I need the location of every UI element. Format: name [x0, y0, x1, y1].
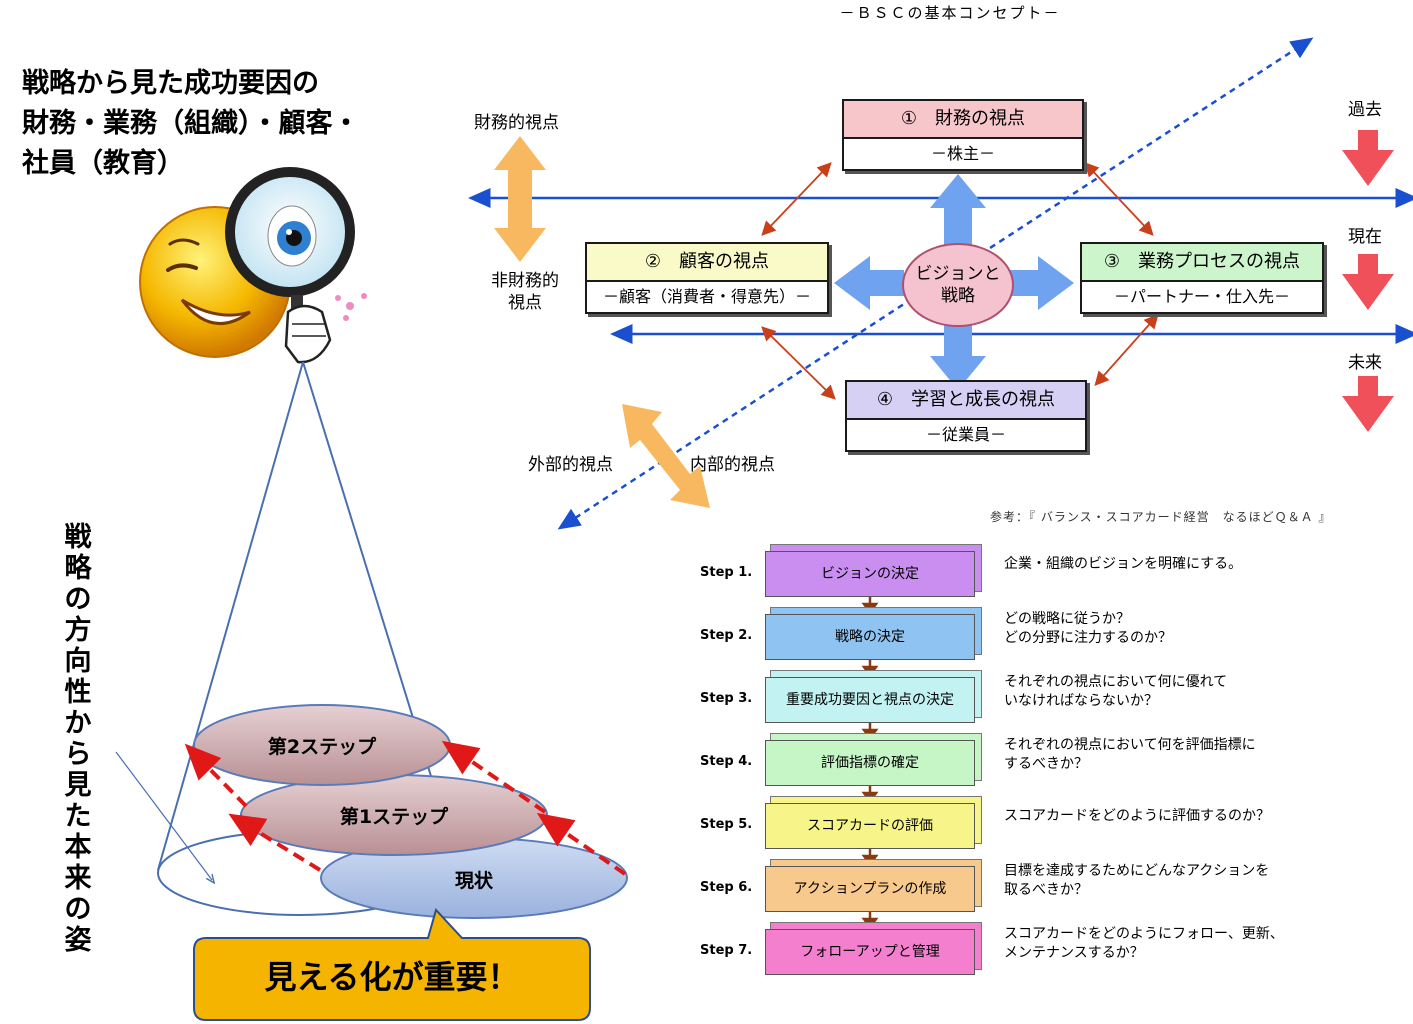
customer-perspective-box: ② 顧客の視点 －顧客（消費者・得意先）－: [585, 242, 829, 314]
internal-label: 内部的視点: [690, 455, 775, 475]
step-box: ビジョンの決定: [765, 551, 975, 597]
headline-line-2: 財務・業務（組織）・顧客・: [22, 108, 360, 139]
step-description-line: それぞれの視点において何に優れて: [1004, 674, 1228, 690]
perspective-links: [761, 162, 1159, 400]
vertical-char: 来: [64, 863, 92, 894]
vertical-char: 略: [64, 553, 92, 584]
customer-head: ② 顧客の視点: [587, 244, 827, 282]
step-description: それぞれの視点において何に優れていなければならないか？: [1004, 673, 1404, 711]
step-description-line: 企業・組織のビジョンを明確にする。: [1004, 556, 1243, 572]
step-description-line: スコアカードをどのようにフォロー、更新、: [1004, 926, 1284, 942]
step-description: それぞれの視点において何を評価指標にするべきか？: [1004, 736, 1404, 774]
step-description-line: 目標を達成するためにどんなアクションを: [1004, 863, 1270, 879]
step-box: フォローアップと管理: [765, 929, 975, 975]
step-description: スコアカードをどのようにフォロー、更新、メンテナンスするか？: [1004, 925, 1404, 963]
vision-strategy-ellipse: ビジョンと 戦略: [902, 243, 1014, 327]
financial-nonfinancial-arrow: [494, 136, 546, 262]
step-description-line: いなければならないか？: [1004, 693, 1158, 709]
step-description: どの戦略に従うか？ どの分野に注力するのか？: [1004, 610, 1404, 648]
step-box: 戦略の決定: [765, 614, 975, 660]
progress-arrows: [184, 740, 627, 876]
headline-line-1: 戦略から見た成功要因の: [22, 68, 319, 99]
nonfinancial-line-1: 非財務的: [491, 271, 559, 291]
vertical-char: 性: [64, 677, 92, 708]
future-label: 未来: [1348, 353, 1382, 373]
finance-head: ① 財務の視点: [844, 101, 1082, 139]
time-arrows: [1342, 130, 1394, 432]
callout-bubble: [193, 908, 591, 1021]
learning-perspective-box: ④ 学習と成長の視点 －従業員－: [845, 380, 1087, 452]
step-description-line: それぞれの視点において何を評価指標に: [1004, 737, 1256, 753]
vertical-char: 方: [64, 615, 92, 646]
step-label: Step 7.: [700, 943, 753, 958]
vertical-char: 本: [64, 832, 92, 863]
step-description-line: メンテナンスするか？: [1004, 945, 1144, 961]
vertical-char: の: [64, 894, 92, 925]
vision-cross-arrows: [834, 174, 1074, 390]
vertical-char: か: [64, 708, 92, 739]
vertical-char: 戦: [64, 522, 92, 553]
process-head: ③ 業務プロセスの視点: [1082, 244, 1322, 282]
nonfinancial-line-2: 視点: [508, 293, 542, 313]
external-label: 外部的視点: [528, 455, 613, 475]
bsc-title: －ＢＳＣの基本コンセプト－: [839, 4, 1061, 22]
vertical-caption: 戦 略 の 方 向 性 か ら 見 た 本 来 の 姿: [58, 522, 98, 956]
callout-text: 見える化が重要！: [264, 958, 520, 996]
finance-perspective-box: ① 財務の視点 －株主－: [842, 99, 1084, 171]
vision-line-2: 戦略: [941, 286, 975, 306]
financial-axis-label: 財務的視点: [474, 113, 559, 133]
finance-sub: －株主－: [930, 144, 995, 163]
step-description-line: どの分野に注力するのか？: [1004, 630, 1172, 646]
step-label: Step 2.: [700, 628, 753, 643]
past-label: 過去: [1348, 100, 1382, 120]
step-description-line: 取るべきか？: [1004, 882, 1088, 898]
vision-line-1: ビジョンと: [915, 264, 1001, 284]
headline: 戦略から見た成功要因の 財務・業務（組織）・顧客・ 社員（教育）: [22, 64, 412, 184]
step2-label: 第2ステップ: [267, 736, 377, 758]
step-label: Step 1.: [700, 565, 753, 580]
headline-line-3: 社員（教育）: [22, 148, 184, 179]
step-description-line: どの戦略に従うか？: [1004, 611, 1130, 627]
step-box: 重要成功要因と視点の決定: [765, 677, 975, 723]
pointer-arrow: [115, 751, 212, 880]
vertical-char: 姿: [64, 925, 92, 956]
step-label: Step 4.: [700, 754, 753, 769]
smiley-magnifier-illustration: [139, 167, 367, 364]
step-description-line: スコアカードをどのように評価するのか？: [1004, 808, 1270, 824]
reference-note: 参考：『 バランス・スコアカード経営 なるほどＱ＆Ａ 』: [990, 510, 1332, 524]
step-description: スコアカードをどのように評価するのか？: [1004, 807, 1404, 826]
current-label: 現状: [454, 870, 493, 892]
learning-sub: －従業員－: [925, 425, 1006, 444]
external-internal-arrow: [622, 404, 710, 508]
step-description: 目標を達成するためにどんなアクションを取るべきか？: [1004, 862, 1404, 900]
step-box: アクションプランの作成: [765, 866, 975, 912]
learning-head: ④ 学習と成長の視点: [847, 382, 1085, 420]
nonfinancial-axis-label: 非財務的 視点: [480, 270, 570, 314]
step-description: 企業・組織のビジョンを明確にする。: [1004, 555, 1404, 574]
vertical-char: ら: [64, 739, 92, 770]
step1-label: 第1ステップ: [339, 806, 449, 828]
step-description-line: するべきか？: [1004, 756, 1088, 772]
customer-sub: －顧客（消費者・得意先）－: [602, 287, 811, 306]
step-box: 評価指標の確定: [765, 740, 975, 786]
step-label: Step 6.: [700, 880, 753, 895]
process-sub: －パートナー・仕入先－: [1113, 287, 1290, 306]
present-label: 現在: [1348, 227, 1382, 247]
step-box: スコアカードの評価: [765, 803, 975, 849]
vertical-char: た: [64, 801, 92, 832]
vertical-char: 向: [64, 646, 92, 677]
step-label: Step 3.: [700, 691, 753, 706]
vertical-char: の: [64, 584, 92, 615]
process-perspective-box: ③ 業務プロセスの視点 －パートナー・仕入先－: [1080, 242, 1324, 314]
step-label: Step 5.: [700, 817, 753, 832]
vertical-char: 見: [64, 770, 92, 801]
